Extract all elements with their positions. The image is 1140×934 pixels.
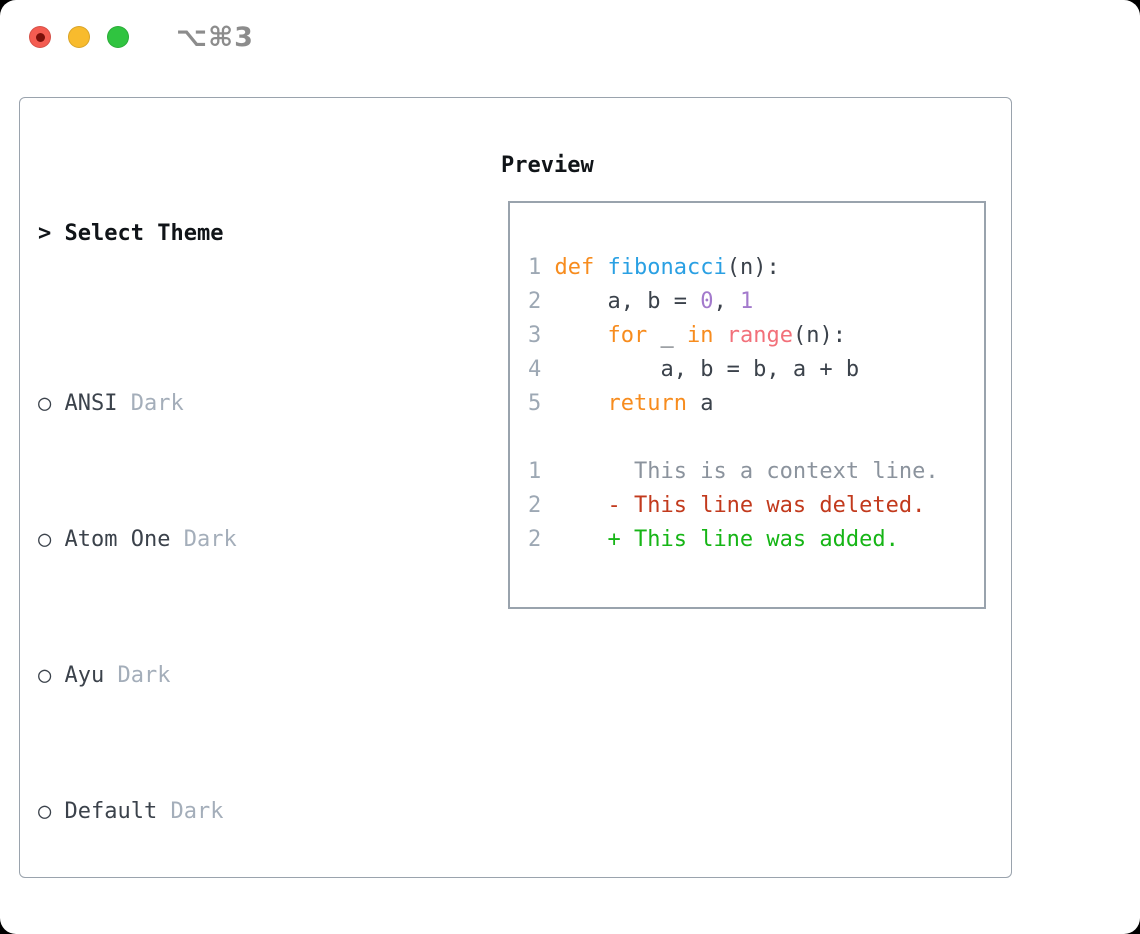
preview-title: Preview xyxy=(501,153,594,178)
preview-column: Preview 1 def fibonacci(n):2 a, b = 0, 1… xyxy=(501,149,986,609)
theme-list: ○ ANSI Dark ○ Atom One Dark ○ Ayu Dark ○… xyxy=(38,319,409,934)
option-variant-tag: Dark xyxy=(117,391,184,416)
minimize-button[interactable] xyxy=(68,26,90,48)
code-token: (n): xyxy=(726,255,780,280)
code-token: 1 xyxy=(739,289,754,314)
theme-option-ayu[interactable]: ○ Ayu Dark xyxy=(38,659,409,693)
code-line: 1 def fibonacci(n): xyxy=(528,251,984,285)
option-name: Ayu xyxy=(64,663,105,688)
code-line: 2 a, b = 0, 1 xyxy=(528,285,984,319)
theme-option-atom-one[interactable]: ○ Atom One Dark xyxy=(38,523,409,557)
code-line: 3 for _ in range(n): xyxy=(528,319,984,353)
code-token: (n): xyxy=(792,323,846,348)
code-line: 4 a, b = b, a + b xyxy=(528,353,984,387)
code-token: a, b = b, a + b xyxy=(554,357,860,382)
code-token: fibonacci xyxy=(607,255,727,280)
zoom-button[interactable] xyxy=(107,26,129,48)
code-line: 1 This is a context line. xyxy=(528,455,984,489)
radio-icon: ○ xyxy=(38,391,65,416)
line-number: 2 xyxy=(528,493,555,518)
title-bar: ⌥⌘3 xyxy=(0,0,1140,74)
close-button[interactable] xyxy=(29,26,51,48)
line-number: 2 xyxy=(528,289,555,314)
radio-icon: ○ xyxy=(38,799,65,824)
code-token: - This line was deleted. xyxy=(554,493,926,518)
code-line: 2 - This line was deleted. xyxy=(528,489,984,523)
line-number: 1 xyxy=(528,459,555,484)
code-token: for xyxy=(607,323,661,348)
code-token xyxy=(555,323,608,348)
option-name: ANSI xyxy=(64,391,118,416)
line-number: 3 xyxy=(528,323,555,348)
theme-option-ansi[interactable]: ○ ANSI Dark xyxy=(38,387,409,421)
code-token: range xyxy=(726,323,793,348)
code-line xyxy=(528,421,984,455)
code-token: This is a context line. xyxy=(554,459,939,484)
theme-option-default[interactable]: ○ Default Dark xyxy=(38,795,409,829)
line-number: 4 xyxy=(528,357,555,382)
select-theme-label: Select Theme xyxy=(64,221,224,246)
code-token: in xyxy=(686,323,727,348)
option-name: Atom One xyxy=(64,527,171,552)
code-token: a xyxy=(700,391,714,416)
code-line: 2 + This line was added. xyxy=(528,523,984,557)
option-variant-tag: Dark xyxy=(170,527,237,552)
code-token xyxy=(555,391,608,416)
line-number: 5 xyxy=(528,391,555,416)
unsaved-indicator-icon xyxy=(35,32,45,42)
code-token: def xyxy=(554,255,608,280)
code-line: 5 return a xyxy=(528,387,984,421)
theme-picker-panel: > Select Theme ○ ANSI Dark ○ Atom One Da… xyxy=(19,97,1012,878)
code-token: a, b = xyxy=(554,289,701,314)
code-token: _ xyxy=(660,323,687,348)
code-token: + This line was added. xyxy=(554,527,899,552)
line-number: 1 xyxy=(528,255,555,280)
code-token: return xyxy=(607,391,701,416)
window-title: ⌥⌘3 xyxy=(176,21,254,53)
radio-icon: ○ xyxy=(38,527,65,552)
prompt-icon: > xyxy=(38,221,65,246)
option-name: Default xyxy=(64,799,158,824)
code-token: , xyxy=(713,289,740,314)
line-number: 2 xyxy=(528,527,555,552)
option-variant-tag: Dark xyxy=(104,663,171,688)
code-token: 0 xyxy=(700,289,714,314)
option-variant-tag: Dark xyxy=(157,799,224,824)
theme-picker-column: > Select Theme ○ ANSI Dark ○ Atom One Da… xyxy=(38,149,409,934)
radio-icon: ○ xyxy=(38,663,65,688)
select-theme-header: > Select Theme xyxy=(38,217,409,251)
